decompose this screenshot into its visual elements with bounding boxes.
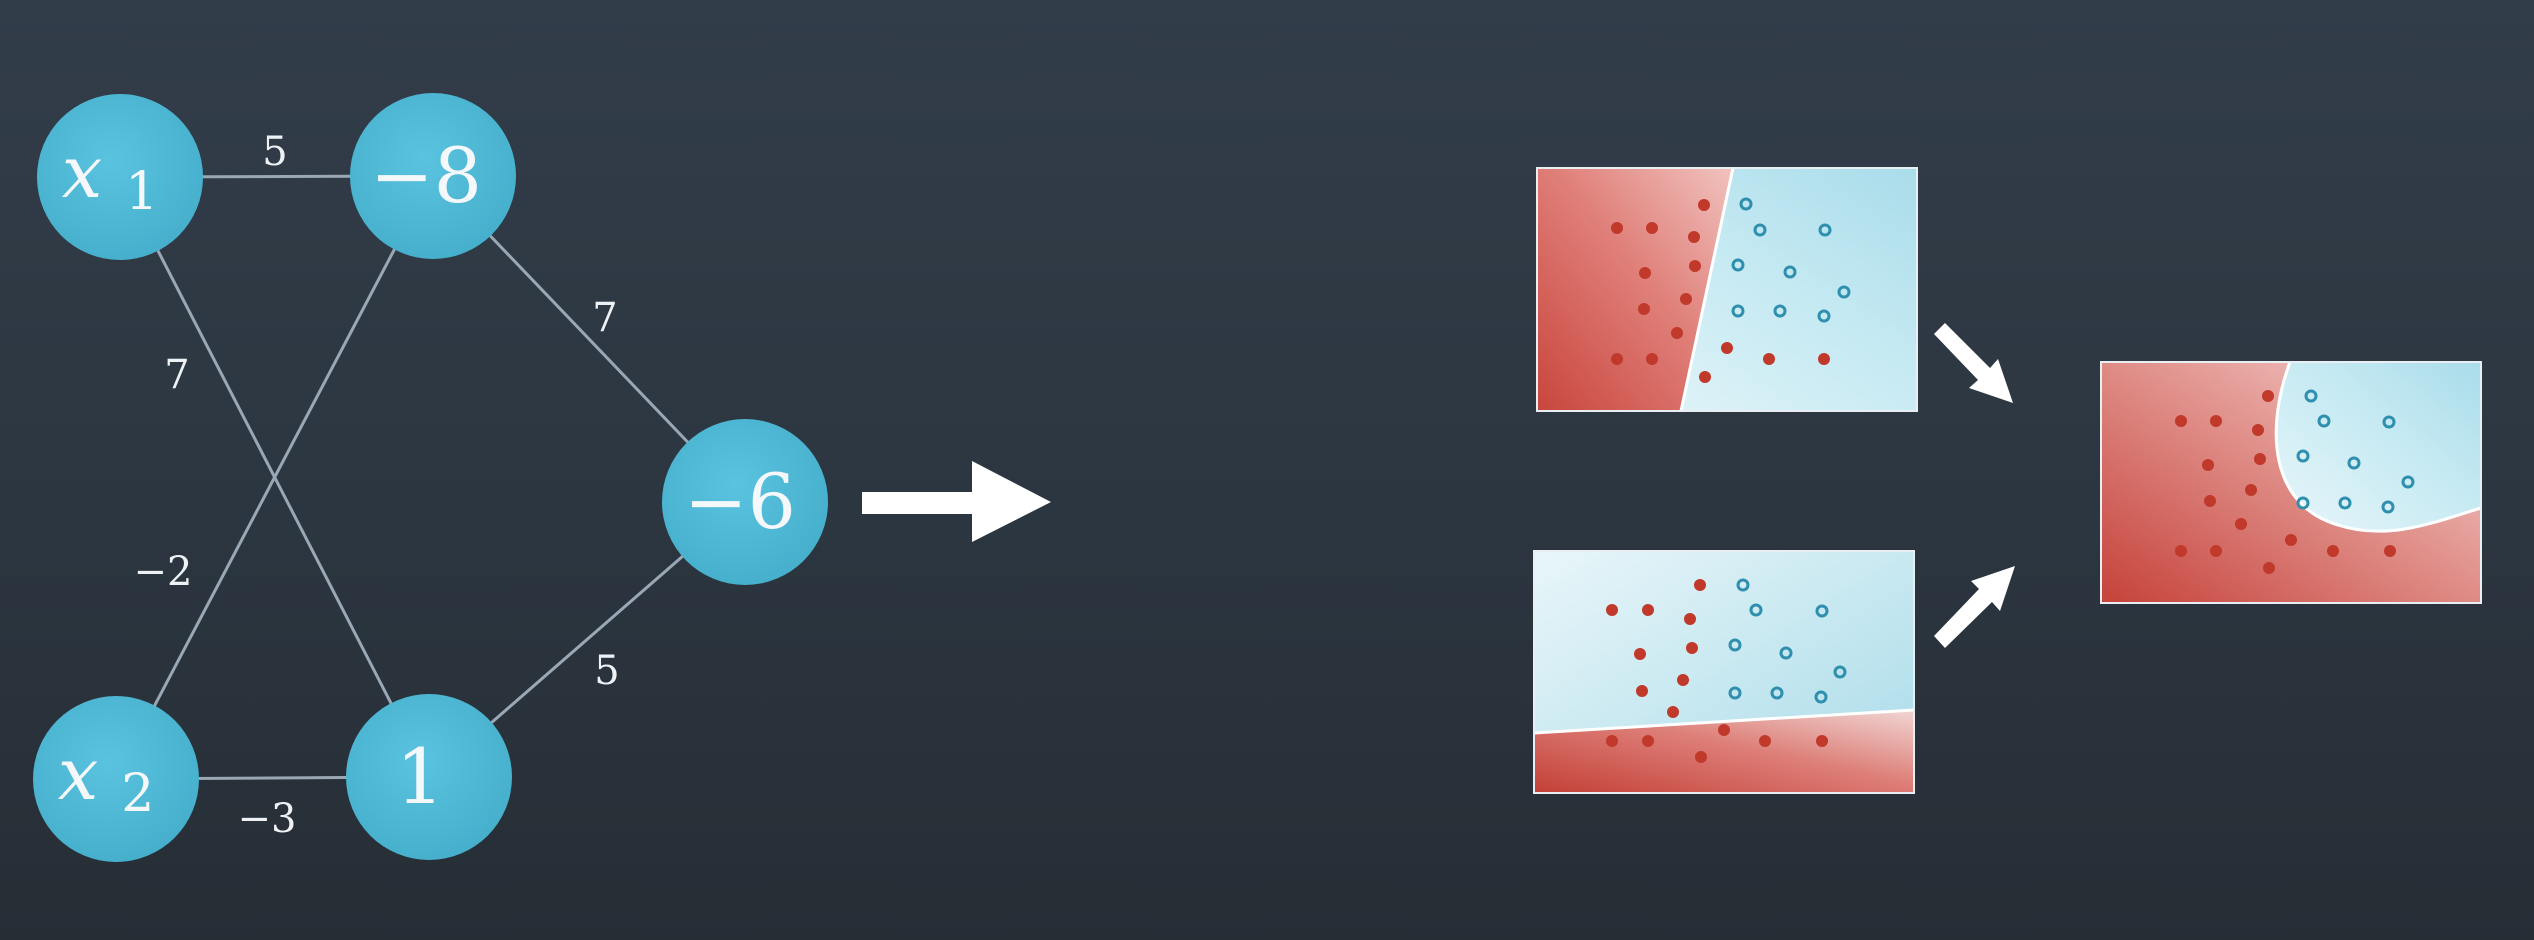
node-hidden-1-value: −8	[370, 131, 482, 220]
blue-points	[2296, 389, 2415, 514]
node-x1-symbol: x	[62, 130, 103, 214]
decision-boundary	[2274, 362, 2481, 533]
weight-h1-out: 7	[592, 295, 617, 341]
weight-x1-h2: 7	[164, 352, 189, 398]
classifier-plot-top	[1536, 167, 1918, 412]
decision-boundary	[1534, 708, 1914, 735]
down-right-arrow-icon	[1934, 323, 2013, 403]
blue-points	[1728, 578, 1847, 704]
weight-x2-h1: −2	[134, 549, 193, 595]
red-region	[1534, 710, 1914, 793]
node-output: −6	[662, 419, 828, 585]
weight-x1-h1: 5	[262, 129, 287, 175]
neural-network: 5 7 −2 −3 7 5 x 1 x 2 −8 1	[33, 93, 828, 862]
decision-boundary	[1679, 168, 1735, 411]
weight-h2-out: 5	[594, 648, 619, 694]
node-hidden-2: 1	[346, 694, 512, 860]
node-x1: x 1	[37, 94, 203, 260]
blue-points	[1731, 197, 1851, 323]
edge-x2-h1	[114, 175, 435, 780]
node-x2-symbol: x	[58, 732, 99, 816]
right-arrow-icon	[862, 461, 1051, 542]
blue-region	[2276, 362, 2481, 532]
node-x2: x 2	[33, 696, 199, 862]
svg-text:x 2: x 2	[58, 732, 155, 824]
red-points	[2175, 390, 2396, 574]
red-region	[1537, 168, 1733, 411]
weight-x2-h2: −3	[238, 796, 297, 842]
classifier-plot-bottom	[1533, 550, 1915, 794]
node-output-value: −6	[684, 457, 796, 546]
up-right-arrow-icon	[1934, 566, 2015, 648]
node-hidden-2-value: 1	[396, 732, 444, 821]
network-edges	[114, 174, 747, 781]
node-hidden-1: −8	[350, 93, 516, 259]
classifier-plot-combined	[2100, 361, 2482, 604]
red-points	[1606, 579, 1828, 763]
node-x1-subscript: 1	[125, 162, 158, 222]
node-x2-subscript: 2	[121, 764, 154, 824]
svg-text:x 1: x 1	[62, 130, 159, 222]
red-points	[1611, 199, 1830, 383]
